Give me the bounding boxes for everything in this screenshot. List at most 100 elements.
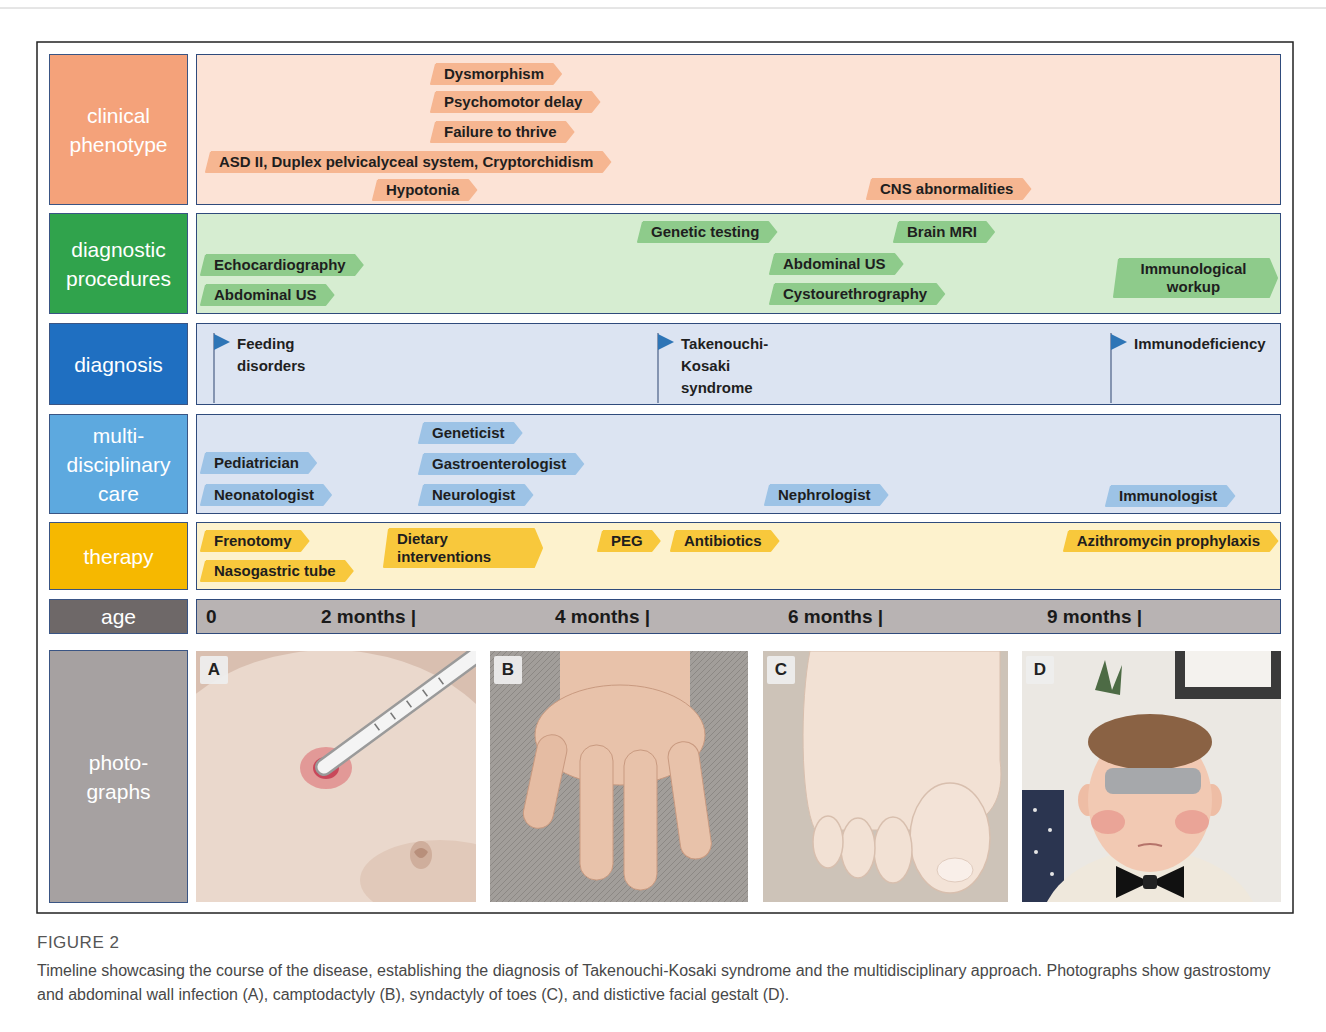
flag-pennant	[1111, 334, 1127, 350]
age-row: age02 months |4 months |6 months |9 mont…	[49, 599, 1281, 634]
gastrostomy-photo	[410, 841, 432, 869]
gastrostomy-photo	[414, 848, 428, 858]
tag-label: Cystourethrography	[783, 285, 927, 303]
pill-tag: CNS abnormalities	[866, 178, 1031, 200]
row-header: clinical phenotype	[49, 54, 188, 205]
foot-photo	[813, 816, 843, 868]
age-tick: 9 months |	[1047, 606, 1142, 628]
tag-outline	[419, 485, 532, 505]
tag-label: CNS abnormalities	[880, 180, 1013, 198]
tag-outline	[419, 454, 583, 474]
gastrostomy-photo	[439, 678, 444, 684]
pill-tag: Cystourethrography	[769, 283, 945, 305]
flag-shape	[657, 333, 677, 403]
tag-outline	[373, 180, 476, 200]
gastrostomy-photo	[423, 690, 428, 696]
photo-panel: D	[1022, 651, 1281, 902]
care-row: multi- disciplinary care GeneticistPediat…	[49, 414, 1281, 514]
tag-outline	[201, 255, 363, 275]
flag-shape	[1110, 333, 1130, 403]
face-photo	[1091, 810, 1125, 834]
tag-outline	[770, 254, 903, 274]
tag-outline	[770, 284, 944, 304]
row-header: multi- disciplinary care	[49, 414, 188, 514]
pill-tag: ASD II, Duplex pelvicalyceal system, Cry…	[205, 151, 611, 173]
diagnostic-procedures-row: diagnostic proceduresGenetic testingBrai…	[49, 213, 1281, 314]
tag-label: Nasogastric tube	[214, 562, 336, 580]
photo-panel: B	[490, 651, 748, 902]
pill-tag: Nephrologist	[764, 484, 889, 506]
pill-tag: PEG	[597, 530, 661, 552]
tag-label: Brain MRI	[907, 223, 977, 241]
hand-photo	[624, 750, 657, 890]
face-photo	[1022, 790, 1064, 902]
face-photo	[1185, 651, 1271, 687]
tag-outline	[201, 285, 334, 305]
milestone-flag: Immunodeficiency	[1110, 333, 1278, 403]
milestone-label: Takenouchi- Kosaki syndrome	[681, 333, 777, 399]
tag-outline	[201, 453, 316, 473]
milestone-label: Feeding disorders	[237, 333, 328, 377]
row-title: therapy	[83, 542, 153, 571]
flag-pennant	[658, 334, 674, 350]
therapy-row: therapy Frenotomy Dietary interventions PEG…	[49, 522, 1281, 590]
tag-label: Immunological workup	[1127, 260, 1260, 296]
row-header: age	[49, 599, 188, 634]
foot-photo	[937, 858, 973, 882]
pill-tag: Neurologist	[418, 484, 533, 506]
row-header: diagnosis	[49, 323, 188, 405]
pill-tag: Neonatologist	[200, 484, 332, 506]
hand-photo	[490, 651, 748, 902]
pill-tag: Pediatrician	[200, 452, 317, 474]
age-tick: 6 months |	[788, 606, 883, 628]
flag-pennant	[214, 334, 230, 350]
pill-tag: Geneticist	[418, 422, 523, 444]
tag-outline	[419, 423, 522, 443]
gastrostomy-photo	[196, 651, 476, 902]
tag-outline	[894, 222, 994, 242]
panel-letter: C	[767, 656, 795, 684]
tag-outline	[765, 485, 888, 505]
gastrostomy-photo	[391, 713, 396, 719]
pill-tag: Dietary interventions	[383, 528, 543, 568]
pill-tag: Gastroenterologist	[418, 453, 584, 475]
tag-outline	[431, 64, 561, 84]
figure-label: FIGURE 2	[37, 931, 1293, 955]
tag-outline	[201, 531, 309, 551]
row-title: multi- disciplinary care	[54, 421, 183, 508]
tag-label: Neonatologist	[214, 486, 314, 504]
face-photo	[1022, 651, 1281, 902]
pill-tag: Nasogastric tube	[200, 560, 354, 582]
tag-label: Genetic testing	[651, 223, 759, 241]
tag-label: Abdominal US	[783, 255, 886, 273]
photographs-row: photo- graphsABCD	[49, 650, 1281, 903]
age-tick: 0	[206, 606, 217, 628]
tag-label: Frenotomy	[214, 532, 292, 550]
clinical-phenotype-row: clinical phenotypeDysmorphismPsychomotor…	[49, 54, 1281, 205]
hand-photo	[666, 740, 713, 861]
gastrostomy-photo	[324, 651, 476, 767]
tag-outline	[201, 561, 353, 581]
row-title: clinical phenotype	[54, 101, 183, 159]
row-header: photo- graphs	[49, 650, 188, 903]
panel-letter: D	[1026, 656, 1054, 684]
age-tick-slot: 6 months |	[788, 599, 883, 634]
foot-photo	[763, 651, 1008, 902]
tag-label: Antibiotics	[684, 532, 762, 550]
tag-outline	[431, 92, 599, 112]
row-title: age	[101, 602, 136, 631]
age-tick-slot: 2 months |	[321, 599, 416, 634]
tag-label: Pediatrician	[214, 454, 299, 472]
foot-photo	[874, 817, 912, 883]
tag-outline	[671, 531, 779, 551]
pill-tag: Psychomotor delay	[430, 91, 600, 113]
row-band	[196, 54, 1281, 205]
pill-tag: Antibiotics	[670, 530, 780, 552]
tag-outline	[1064, 531, 1277, 551]
tag-label: Dietary interventions	[397, 530, 525, 566]
gastrostomy-photo	[324, 651, 476, 767]
tag-outline	[384, 529, 542, 567]
pill-tag: Genetic testing	[637, 221, 777, 243]
age-tick: 2 months |	[321, 606, 416, 628]
